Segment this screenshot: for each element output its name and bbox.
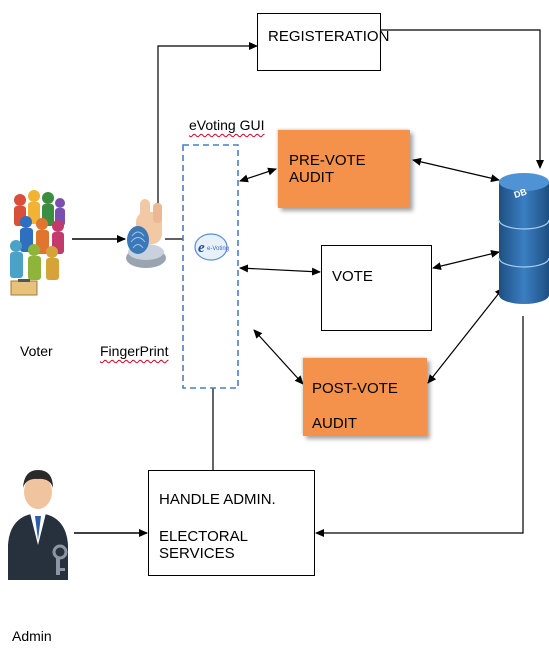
evoting-gui-title: eVoting GUI (189, 117, 265, 133)
connector-prevote-db (412, 157, 500, 183)
voter-label: Voter (20, 343, 53, 359)
vote-box: VOTE (321, 245, 432, 331)
evoting-logo-icon: e e-Voting (194, 233, 229, 261)
connector-gui-vote (239, 264, 321, 276)
voter-crowd-icon (10, 190, 65, 296)
registration-label: REGISTERATION (268, 28, 390, 45)
db-label: DB (513, 186, 529, 200)
connector-registration-db (381, 29, 544, 169)
handle-admin-line1: HANDLE ADMIN. (159, 491, 276, 508)
evoting-logo-text: e-Voting (207, 246, 229, 252)
connector-gui-postvote (253, 329, 304, 385)
pre-vote-audit-label: PRE-VOTE AUDIT (289, 152, 366, 186)
evoting-gui-title-text: eVoting GUI (189, 117, 265, 133)
pre-vote-audit-box: PRE-VOTE AUDIT (278, 130, 410, 208)
post-vote-audit-line2: AUDIT (312, 415, 357, 432)
vote-label: VOTE (332, 268, 373, 285)
handle-admin-box: HANDLE ADMIN. ELECTORAL SERVICES (148, 470, 315, 576)
post-vote-audit-box: POST-VOTE AUDIT (303, 358, 427, 436)
fingerprint-scanner-icon (126, 199, 166, 268)
handle-admin-line2: ELECTORAL SERVICES (159, 528, 248, 562)
admin-person-icon (8, 470, 68, 580)
connector-db-services (315, 316, 524, 537)
registration-box: REGISTERATION (257, 13, 389, 71)
connector-postvote-db (427, 287, 504, 384)
admin-label: Admin (12, 628, 52, 644)
fingerprint-label: FingerPrint (100, 343, 168, 359)
database-icon: DB (498, 173, 549, 304)
connector-vote-db (432, 249, 500, 271)
evoting-gui-frame (182, 144, 239, 389)
post-vote-audit-line1: POST-VOTE (312, 380, 398, 397)
connector-fingerprint-registration (157, 42, 258, 205)
fingerprint-label-text: FingerPrint (100, 343, 169, 359)
svg-text:e: e (198, 240, 205, 256)
connector-gui-prevote (239, 167, 277, 183)
